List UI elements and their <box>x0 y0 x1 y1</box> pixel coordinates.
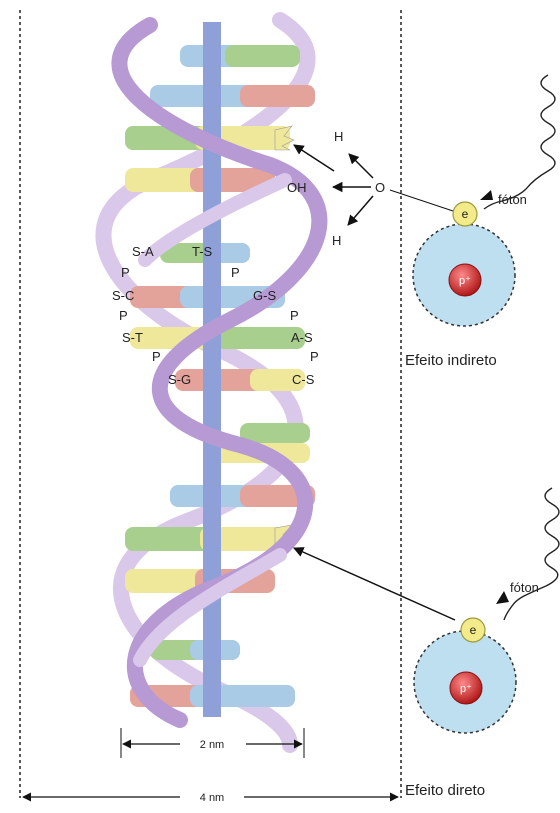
electron-label: e <box>470 623 477 637</box>
dna-helix: S-A T-S P P S-C G-S P P S-T A-S P P S-G … <box>103 20 319 745</box>
photon-wave-icon <box>504 488 559 620</box>
base-label: P <box>121 265 130 280</box>
electron-to-oxygen-line <box>390 190 456 212</box>
base-label: S-A <box>132 244 154 259</box>
base-label: P <box>231 265 240 280</box>
photon-wave-icon <box>484 75 555 209</box>
proton-label: p⁺ <box>459 275 471 287</box>
base-label: S-C <box>112 288 134 303</box>
base-label: S-T <box>122 330 143 345</box>
base-label: G-S <box>253 288 276 303</box>
base-label: P <box>290 308 299 323</box>
photon-label: fóton <box>510 580 539 595</box>
dimension-2nm-label: 2 nm <box>200 739 224 751</box>
photon-label: fóton <box>498 192 527 207</box>
base-label: P <box>119 308 128 323</box>
base-label: T-S <box>192 244 213 259</box>
base-label: S-G <box>168 372 191 387</box>
photon-arrowhead <box>496 591 509 604</box>
effect-caption: Efeito indireto <box>405 352 497 369</box>
dimension-4nm-label: 4 nm <box>200 792 224 804</box>
base-label: A-S <box>291 330 313 345</box>
atom-indirect: p⁺ e fóton Efeito indireto <box>405 75 555 369</box>
hydrogen-top-label: H <box>334 129 343 144</box>
base-pair-bar <box>225 45 300 67</box>
base-label: P <box>310 349 319 364</box>
arrow-to-h-top <box>349 154 373 178</box>
base-label: C-S <box>292 372 315 387</box>
proton-label: p⁺ <box>460 683 472 695</box>
photon-arrowhead <box>480 190 493 200</box>
electron-label: e <box>462 207 469 221</box>
hydrogen-bottom-label: H <box>332 233 341 248</box>
base-pair-bar <box>240 85 315 107</box>
effect-caption: Efeito direto <box>405 782 485 799</box>
atom-direct: p⁺ e fóton Efeito direto <box>294 488 559 799</box>
arrow-to-dna-direct <box>294 548 455 620</box>
hydroxyl-label: OH <box>287 180 307 195</box>
dimension-4nm: 4 nm <box>23 792 398 804</box>
helix-axis <box>203 22 221 717</box>
oxygen-label: O <box>375 180 385 195</box>
arrow-to-h-bottom <box>348 196 373 225</box>
base-label: P <box>152 349 161 364</box>
arrow-to-dna-indirect <box>294 145 334 171</box>
